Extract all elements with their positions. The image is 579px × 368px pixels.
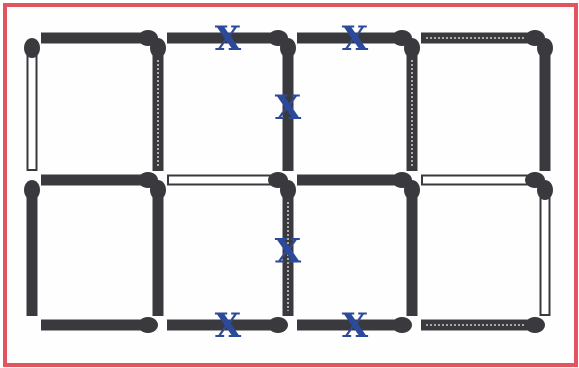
removal-mark-v-r1-c2: X <box>275 232 302 272</box>
removal-mark-v-r0-c2: X <box>275 88 302 128</box>
removal-mark-h-r2-c2: X <box>342 306 369 346</box>
matchstick-h-r1-c1[interactable] <box>168 172 288 188</box>
matchstick-h-r0-c0[interactable] <box>42 30 158 46</box>
matchstick-v-r0-c3[interactable] <box>404 38 420 170</box>
removal-mark-h-r0-c1: X <box>215 19 242 59</box>
matchstick-h-r2-c3[interactable] <box>422 317 545 333</box>
removal-mark-h-r0-c2: X <box>342 19 369 59</box>
matchstick-v-r1-c0[interactable] <box>24 180 40 315</box>
matchstick-h-r1-c2[interactable] <box>298 172 412 188</box>
matchstick-h-r2-c0[interactable] <box>42 317 158 333</box>
matchstick-h-r1-c3[interactable] <box>422 172 545 188</box>
matchstick-v-r0-c0[interactable] <box>24 38 40 170</box>
matchstick-v-r0-c1[interactable] <box>150 38 166 170</box>
matchstick-v-r0-c4[interactable] <box>537 38 553 170</box>
matchstick-v-r1-c4[interactable] <box>537 180 553 315</box>
removal-mark-h-r2-c1: X <box>215 306 242 346</box>
matchstick-v-r1-c3[interactable] <box>404 180 420 315</box>
matchstick-v-r1-c1[interactable] <box>150 180 166 315</box>
matchstick-h-r1-c0[interactable] <box>42 172 158 188</box>
matchstick-h-r0-c3[interactable] <box>422 30 545 46</box>
